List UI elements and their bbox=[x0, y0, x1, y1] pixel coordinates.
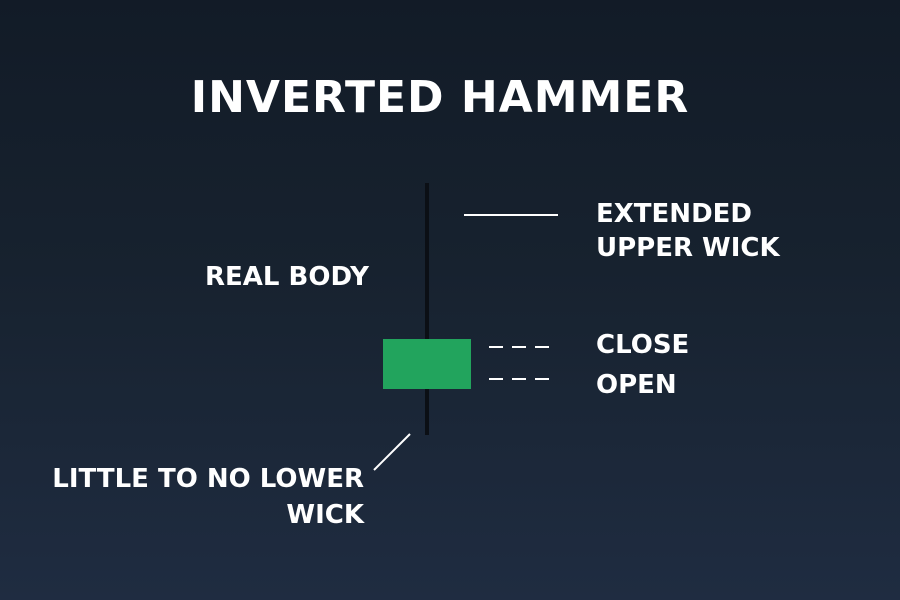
candle-real-body bbox=[383, 339, 471, 389]
lower-wick-leader-line bbox=[373, 433, 411, 471]
open-label: OPEN bbox=[596, 370, 677, 400]
lower-wick-label-line1: LITTLE TO NO LOWER bbox=[52, 464, 364, 494]
close-label: CLOSE bbox=[596, 330, 690, 360]
upper-wick-label-line1: EXTENDED bbox=[596, 199, 752, 229]
upper-wick-label-line2: UPPER WICK bbox=[596, 233, 780, 263]
lower-wick-label-line2: WICK bbox=[286, 500, 364, 530]
page-title: INVERTED HAMMER bbox=[190, 72, 690, 123]
real-body-label: REAL BODY bbox=[205, 262, 369, 292]
